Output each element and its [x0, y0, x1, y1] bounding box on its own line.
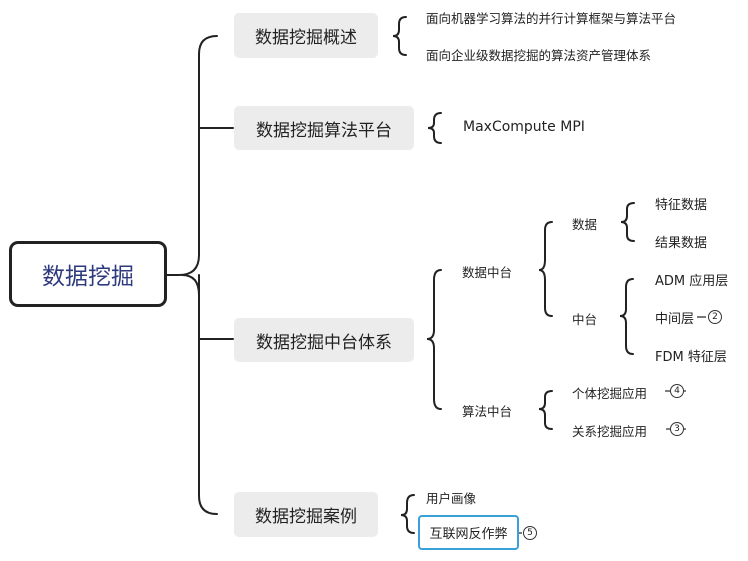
- data-mid-node[interactable]: 数据中台: [462, 265, 513, 280]
- case-item-user-profile[interactable]: 用户画像: [426, 491, 477, 506]
- branch-overview[interactable]: 数据挖掘概述: [234, 13, 378, 58]
- root-label: 数据挖掘: [42, 264, 134, 290]
- algo-item-individual-badge[interactable]: 4: [670, 384, 684, 398]
- case-item-anti-fraud[interactable]: 互联网反作弊: [418, 515, 519, 550]
- mid-item-adm[interactable]: ADM 应用层: [655, 274, 729, 289]
- branch-middle-label: 数据挖掘中台体系: [256, 332, 392, 353]
- data-node[interactable]: 数据: [572, 217, 598, 232]
- root-node[interactable]: 数据挖掘: [9, 241, 167, 307]
- branch-middle[interactable]: 数据挖掘中台体系: [234, 318, 414, 362]
- overview-item-2[interactable]: 面向企业级数据挖掘的算法资产管理体系: [426, 48, 652, 63]
- algo-item-individual[interactable]: 个体挖掘应用: [572, 386, 648, 401]
- case-item-anti-fraud-label: 互联网反作弊: [429, 527, 508, 542]
- mid-item-middle-badge[interactable]: 2: [708, 310, 722, 324]
- case-item-anti-fraud-badge[interactable]: 5: [523, 526, 537, 540]
- branch-platform[interactable]: 数据挖掘算法平台: [234, 106, 414, 150]
- data-item-result[interactable]: 结果数据: [655, 236, 708, 251]
- algo-item-relation[interactable]: 关系挖掘应用: [572, 424, 648, 439]
- branch-overview-label: 数据挖掘概述: [255, 28, 357, 48]
- mid-node[interactable]: 中台: [572, 312, 598, 327]
- branch-cases-label: 数据挖掘案例: [255, 507, 357, 527]
- branch-cases[interactable]: 数据挖掘案例: [234, 492, 378, 537]
- mid-item-middle[interactable]: 中间层: [655, 312, 695, 327]
- overview-item-1[interactable]: 面向机器学习算法的并行计算框架与算法平台: [426, 11, 677, 26]
- data-item-feature[interactable]: 特征数据: [655, 198, 708, 213]
- platform-item-1[interactable]: MaxCompute MPI: [463, 119, 585, 135]
- algo-mid-node[interactable]: 算法中台: [462, 404, 513, 419]
- mid-item-fdm[interactable]: FDM 特征层: [655, 350, 727, 365]
- branch-platform-label: 数据挖掘算法平台: [256, 120, 392, 141]
- algo-item-relation-badge[interactable]: 3: [670, 422, 684, 436]
